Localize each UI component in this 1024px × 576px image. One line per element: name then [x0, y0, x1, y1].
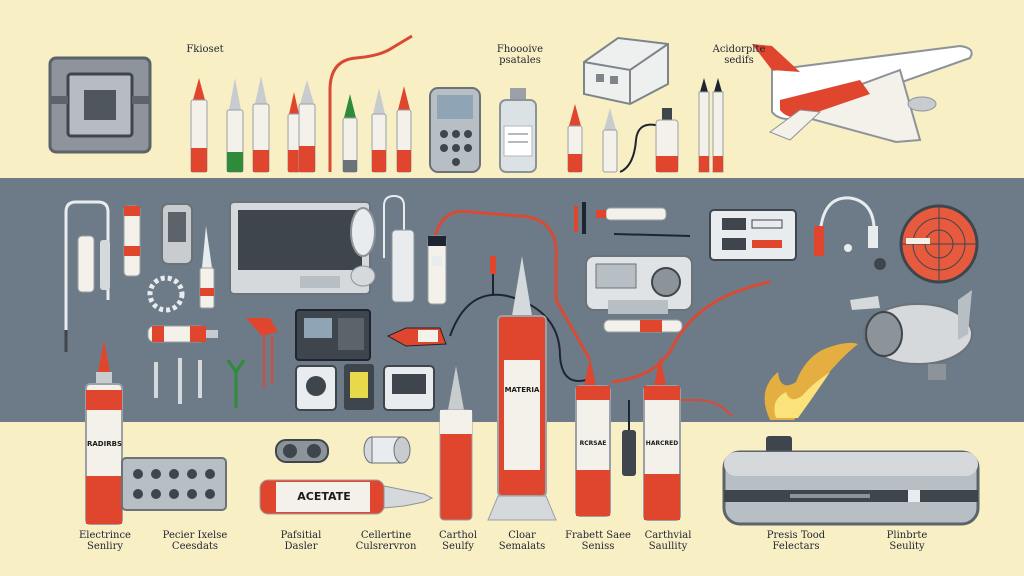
cartridge-icon — [298, 80, 316, 173]
cartridge-icon — [252, 76, 270, 173]
engine-icon — [585, 255, 693, 314]
label-bottom-8: Carthvial Saullity — [644, 530, 692, 552]
bottle-icon — [499, 88, 537, 173]
label-top-1: Fkioset — [186, 44, 224, 55]
pen-icon — [574, 202, 667, 234]
tube-label-large-left: RADIRBS — [87, 440, 122, 448]
switch-box-icon — [709, 209, 797, 261]
cartridge-icon — [371, 88, 387, 173]
tube-label-acetate: ACETATE — [297, 490, 351, 503]
cartridge-icon — [603, 319, 683, 333]
cartridge-icon — [287, 92, 301, 173]
tube-icon — [487, 256, 557, 521]
probe-icon — [383, 194, 415, 303]
label-bottom-1: Electrince Senliry — [79, 530, 131, 552]
device-icon — [161, 203, 193, 265]
monitor-icon — [295, 309, 371, 361]
cartridge-icon — [199, 226, 215, 309]
goggles-icon — [275, 439, 329, 463]
cartridge-icon — [226, 78, 244, 173]
meter-icon — [295, 364, 435, 411]
laptop-icon — [229, 201, 371, 295]
cable-icon — [328, 34, 413, 172]
cartridge-icon — [602, 108, 618, 173]
tube-label-small-2: HARCRED — [645, 440, 679, 447]
label-bottom-7: Frabett Saee Seniss — [565, 530, 631, 552]
cartridge-icon — [147, 325, 218, 343]
tool-icon — [246, 318, 278, 388]
tools-icon — [154, 358, 246, 408]
label-bottom-5: Carthol Seulfy — [438, 530, 478, 552]
tube-icon — [259, 479, 434, 515]
label-top-2: Fhoooive psatales — [496, 44, 544, 66]
tube-label-center: MATERIA — [504, 386, 540, 394]
cartridge-icon — [123, 205, 141, 277]
label-bottom-10: Plinbrte Seulity — [886, 530, 928, 552]
router-icon — [583, 36, 669, 106]
cartridge-icon — [698, 78, 724, 173]
cartridge-icon — [427, 235, 447, 305]
cartridge-icon — [190, 78, 208, 173]
console-device-icon — [722, 436, 980, 526]
plug-icon — [386, 327, 447, 347]
cylinder-icon — [363, 436, 411, 464]
probe-icon — [622, 400, 636, 476]
phone-icon — [429, 87, 481, 173]
cartridge-icon — [567, 104, 583, 173]
probe-icon — [64, 200, 110, 352]
label-top-3: Acidorplte sedifs — [712, 44, 766, 66]
bottle-icon — [655, 108, 679, 173]
chip-icon — [48, 56, 152, 154]
connector-icon — [490, 256, 496, 294]
label-bottom-6: Cloar Semalats — [498, 530, 546, 552]
label-bottom-9: Presis Tood Felectars — [766, 530, 826, 552]
label-bottom-2: Pecier Ixelse Ceesdats — [162, 530, 228, 552]
ring-icon — [147, 275, 185, 313]
cartridge-icon — [342, 94, 358, 173]
tube-icon — [439, 366, 473, 521]
tube-icon — [575, 358, 611, 517]
wire-icon — [430, 209, 771, 417]
flame-icon — [764, 342, 858, 420]
headset-icon — [814, 196, 886, 270]
tube-icon — [85, 340, 123, 525]
radar-icon — [899, 204, 979, 284]
mouse-icon — [350, 207, 376, 287]
airplane-icon — [752, 44, 973, 144]
label-bottom-4: Cellertine Culsrervron — [355, 530, 417, 552]
tube-label-small-1: RCRSAE — [579, 440, 607, 447]
tube-icon — [643, 356, 681, 521]
cartridge-icon — [396, 86, 412, 173]
label-bottom-3: Pafsitial Dasler — [280, 530, 322, 552]
panel-icon — [121, 457, 227, 511]
jet-engine-icon — [850, 290, 973, 380]
